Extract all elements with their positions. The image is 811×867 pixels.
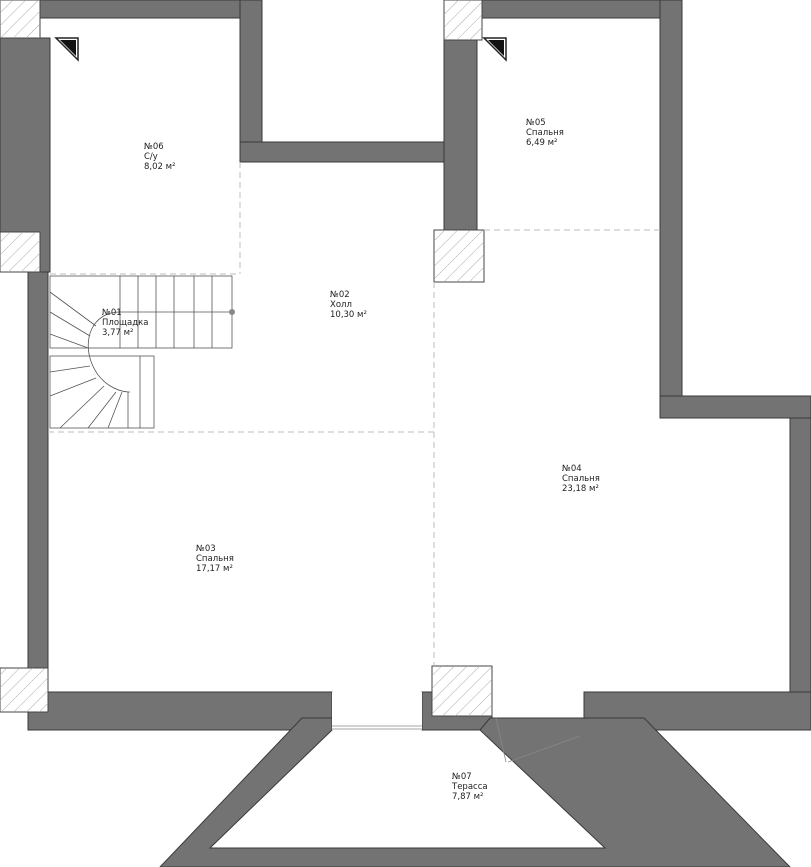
- room-name: Спальня: [196, 554, 234, 564]
- wall-right-bed05: [659, 0, 683, 419]
- window-opening: [332, 692, 422, 730]
- room-name: Спальня: [526, 128, 564, 138]
- room-area: 6,49 м²: [526, 138, 558, 148]
- room-area: 8,02 м²: [144, 162, 176, 172]
- room-name: Спальня: [562, 474, 600, 484]
- room-label-04: №04 Спальня 23,18 м²: [562, 464, 600, 494]
- room-label-03: №03 Спальня 17,17 м²: [196, 544, 234, 574]
- door-leaf: [507, 735, 581, 763]
- columns: [0, 0, 493, 717]
- room-number: №03: [196, 544, 216, 554]
- room-number: №05: [526, 118, 546, 128]
- room-label-02: №02 Холл 10,30 м²: [330, 290, 367, 320]
- room-label-05: №05 Спальня 6,49 м²: [526, 118, 564, 148]
- room-name: Терасса: [452, 782, 488, 792]
- wall-top-bed05: [476, 0, 683, 19]
- room-area: 17,17 м²: [196, 564, 233, 574]
- room-area: 7,87 м²: [452, 792, 484, 802]
- room-name: Площадка: [102, 318, 149, 328]
- room-label-06: №06 С/у 8,02 м²: [144, 142, 175, 172]
- room-area: 3,77 м²: [102, 328, 134, 338]
- room-name: С/у: [144, 152, 158, 162]
- wall-top-hall: [239, 141, 447, 163]
- room-number: №07: [452, 772, 472, 782]
- wall-step: [659, 395, 811, 419]
- room-number: №06: [144, 142, 164, 152]
- room-name: Холл: [330, 300, 352, 310]
- staircase: [49, 275, 235, 429]
- room-area: 10,30 м²: [330, 310, 367, 320]
- wall-bottom-left: [27, 691, 333, 731]
- zone-lines: [48, 162, 660, 666]
- wall-top-bathroom: [39, 0, 263, 19]
- wall-right-lower: [789, 417, 811, 731]
- room-number: №02: [330, 290, 350, 300]
- room-number: №04: [562, 464, 582, 474]
- room-number: №01: [102, 308, 122, 318]
- wall-left-lower: [27, 271, 49, 669]
- room-label-07: №07 Терасса 7,87 м²: [452, 772, 488, 802]
- wall-bath-right: [239, 0, 263, 163]
- room-area: 23,18 м²: [562, 484, 599, 494]
- room-label-01: №01 Площадка 3,77 м²: [102, 308, 148, 338]
